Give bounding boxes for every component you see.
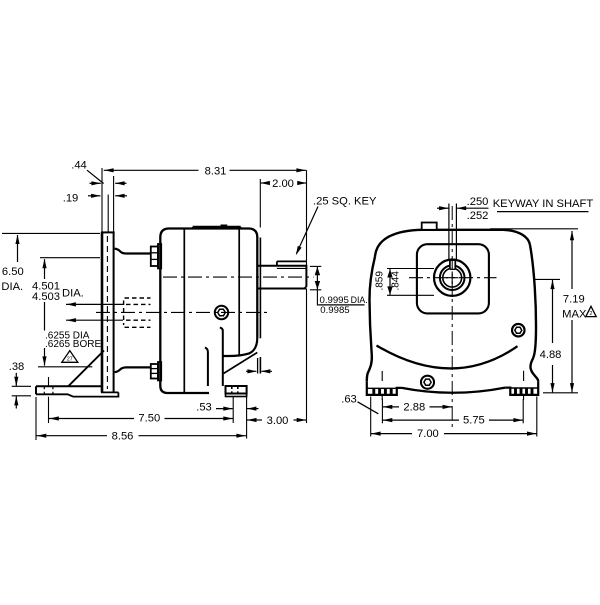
- svg-text:2.88: 2.88: [403, 401, 425, 413]
- svg-text:.38: .38: [9, 361, 25, 373]
- svg-text:3.00: 3.00: [267, 415, 289, 427]
- svg-text:4.503: 4.503: [32, 291, 60, 303]
- svg-text:.6265 BORE: .6265 BORE: [45, 339, 101, 350]
- svg-text:7.00: 7.00: [417, 428, 439, 440]
- svg-text:4.88: 4.88: [540, 349, 562, 361]
- svg-text:DIA.: DIA.: [351, 295, 368, 305]
- svg-text:.250: .250: [467, 196, 489, 208]
- svg-text:7.19: 7.19: [563, 294, 585, 306]
- svg-text:.19: .19: [63, 192, 79, 204]
- svg-text:4.501: 4.501: [32, 281, 60, 293]
- svg-text:.25 SQ. KEY: .25 SQ. KEY: [313, 196, 377, 208]
- svg-text:.6255 DIA: .6255 DIA: [45, 330, 90, 341]
- svg-text:27: 27: [67, 357, 73, 363]
- svg-text:0.9995: 0.9995: [320, 295, 349, 306]
- svg-text:KEYWAY IN SHAFT: KEYWAY IN SHAFT: [493, 198, 594, 210]
- svg-text:DIA.: DIA.: [62, 287, 84, 299]
- svg-text:MAX: MAX: [562, 308, 587, 320]
- svg-text:.252: .252: [467, 210, 489, 222]
- svg-text:DIA.: DIA.: [1, 281, 23, 293]
- svg-text:0.9985: 0.9985: [320, 305, 349, 316]
- svg-text:2.00: 2.00: [272, 178, 294, 190]
- svg-text:5.75: 5.75: [463, 414, 485, 426]
- svg-text:.53: .53: [196, 402, 212, 414]
- svg-text:.859: .859: [374, 271, 385, 291]
- svg-text:2: 2: [590, 311, 593, 317]
- svg-text:8.31: 8.31: [205, 165, 227, 177]
- svg-text:7.50: 7.50: [138, 413, 160, 425]
- svg-text:.44: .44: [71, 160, 87, 172]
- svg-text:.63: .63: [341, 394, 357, 406]
- svg-text:6.50: 6.50: [2, 266, 24, 278]
- svg-text:8.56: 8.56: [112, 431, 134, 443]
- svg-text:.844: .844: [390, 271, 401, 291]
